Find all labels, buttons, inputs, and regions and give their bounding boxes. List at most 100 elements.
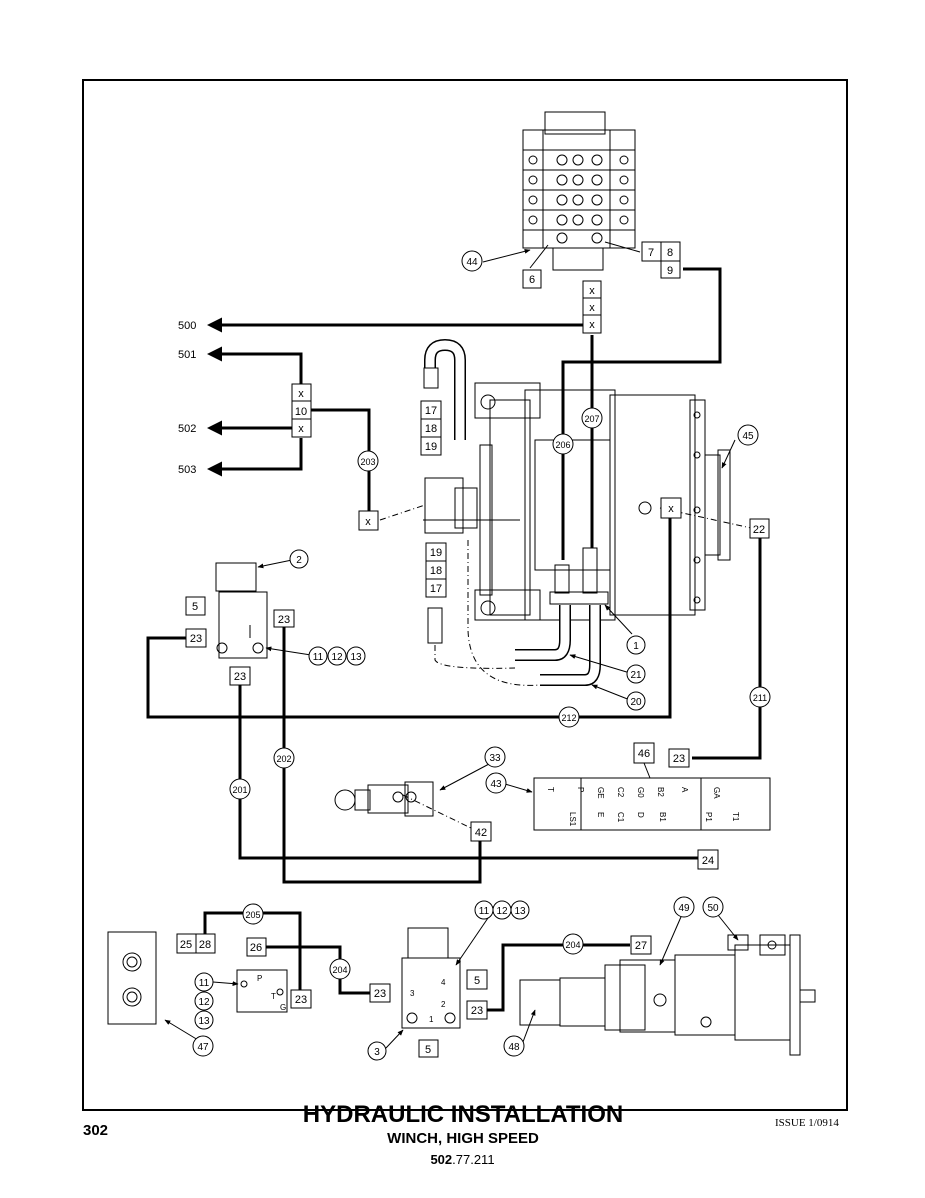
svg-text:45: 45	[742, 431, 754, 442]
svg-text:x: x	[298, 388, 304, 400]
box-10: 10	[291, 400, 312, 420]
issue-label: ISSUE 1/0914	[775, 1117, 839, 1129]
box-x-e: x	[291, 418, 312, 438]
circle-207: 207	[581, 407, 603, 429]
box-23c: 23	[229, 666, 251, 686]
port-1: 1	[429, 1015, 434, 1024]
svg-text:5: 5	[474, 975, 480, 987]
manifold-ge: GE	[596, 787, 605, 799]
svg-text:33: 33	[489, 753, 501, 764]
manifold-a: A	[680, 787, 689, 793]
box-6: 6	[522, 269, 542, 289]
svg-text:23: 23	[278, 614, 290, 626]
circle-47: 47	[192, 1035, 214, 1057]
output-502: 502	[178, 423, 196, 435]
svg-text:x: x	[668, 503, 674, 515]
circled-callouts: 44 45 2 11 12 13 1 21 20 203 206 207 211…	[192, 250, 771, 1061]
circle-20: 20	[626, 691, 646, 711]
box-19a: 19	[420, 436, 442, 456]
circle-44: 44	[461, 250, 483, 272]
svg-text:19: 19	[430, 547, 442, 559]
box-x-f: x	[358, 510, 379, 531]
svg-text:203: 203	[360, 457, 375, 467]
circle-49: 49	[673, 896, 695, 918]
circle-12a: 12	[327, 646, 347, 666]
dash-dot-line-c	[379, 504, 426, 521]
circle-203: 203	[357, 450, 379, 472]
page-frame	[82, 79, 848, 1111]
valve-33	[334, 781, 434, 817]
page-subtitle: WINCH, HIGH SPEED	[387, 1130, 539, 1147]
box-9: 9	[660, 260, 681, 279]
solenoid-valve-2	[215, 562, 268, 659]
manifold-e: E	[596, 812, 605, 817]
box-23d: 23	[668, 748, 690, 768]
circle-45: 45	[737, 424, 759, 446]
svg-text:2: 2	[296, 555, 302, 566]
output-500: 500	[178, 320, 196, 332]
svg-text:6: 6	[529, 274, 535, 286]
circle-11a: 11	[308, 646, 328, 666]
svg-text:3: 3	[374, 1047, 380, 1058]
circle-201: 201	[229, 778, 251, 800]
svg-text:20: 20	[630, 697, 642, 708]
circle-212: 212	[558, 706, 580, 728]
svg-text:207: 207	[584, 414, 599, 424]
svg-text:8: 8	[667, 247, 673, 259]
svg-text:44: 44	[466, 257, 478, 268]
pressure-valve-26	[236, 969, 288, 1013]
circle-2: 2	[289, 549, 309, 569]
svg-text:17: 17	[425, 405, 437, 417]
svg-text:206: 206	[555, 440, 570, 450]
boxed-callouts: 6 7 8 9 x x x x 10 x x x 17 18 19 19 18 …	[176, 241, 770, 1058]
svg-text:10: 10	[295, 406, 307, 418]
box-23e: 23	[290, 989, 312, 1009]
box-25: 25	[176, 933, 197, 954]
svg-text:x: x	[589, 319, 595, 331]
port-4: 4	[441, 978, 446, 987]
svg-text:x: x	[589, 302, 595, 314]
circle-204a: 204	[329, 958, 351, 980]
manifold-t1: T1	[731, 812, 740, 822]
box-23b: 23	[273, 609, 295, 628]
document-code: 502.77.211	[0, 1152, 925, 1167]
svg-text:21: 21	[630, 670, 642, 681]
svg-text:46: 46	[638, 748, 650, 760]
dash-dot-line-a	[434, 645, 516, 669]
circle-13a: 13	[346, 646, 366, 666]
circle-205: 205	[242, 903, 264, 925]
svg-text:48: 48	[508, 1042, 520, 1053]
box-7: 7	[641, 241, 662, 262]
svg-text:23: 23	[673, 753, 685, 765]
pipe-20-inner	[540, 605, 600, 685]
box-18b: 18	[425, 560, 447, 580]
brake-valve-assembly	[424, 477, 478, 644]
port-3: 3	[410, 989, 415, 998]
svg-text:18: 18	[430, 565, 442, 577]
port-labels: P T G 3 4 2 1 T P GE C2 G0 B2 A LS1 E C1…	[257, 787, 740, 1024]
port-g: G	[280, 1003, 286, 1012]
svg-text:1: 1	[633, 641, 639, 652]
box-5b: 5	[466, 969, 488, 990]
svg-text:19: 19	[425, 441, 437, 453]
box-28: 28	[195, 933, 216, 954]
output-501: 501	[178, 349, 196, 361]
svg-text:13: 13	[198, 1016, 210, 1027]
svg-text:11: 11	[199, 978, 210, 989]
svg-text:17: 17	[430, 583, 442, 595]
svg-text:27: 27	[635, 940, 647, 952]
manifold-t: T	[546, 787, 555, 792]
box-8: 8	[660, 241, 681, 262]
box-x-d: x	[291, 383, 312, 402]
svg-text:12: 12	[198, 997, 210, 1008]
dash-dot-line-e	[402, 794, 476, 831]
solenoid-valve-3	[401, 927, 461, 1029]
circle-12c: 12	[194, 991, 214, 1011]
svg-text:13: 13	[350, 652, 362, 663]
circle-206: 206	[552, 433, 574, 455]
filter-block-47	[107, 931, 157, 1025]
box-42: 42	[470, 821, 492, 842]
manifold-ls1: LS1	[568, 812, 577, 827]
svg-text:23: 23	[234, 671, 246, 683]
svg-text:12: 12	[496, 906, 508, 917]
